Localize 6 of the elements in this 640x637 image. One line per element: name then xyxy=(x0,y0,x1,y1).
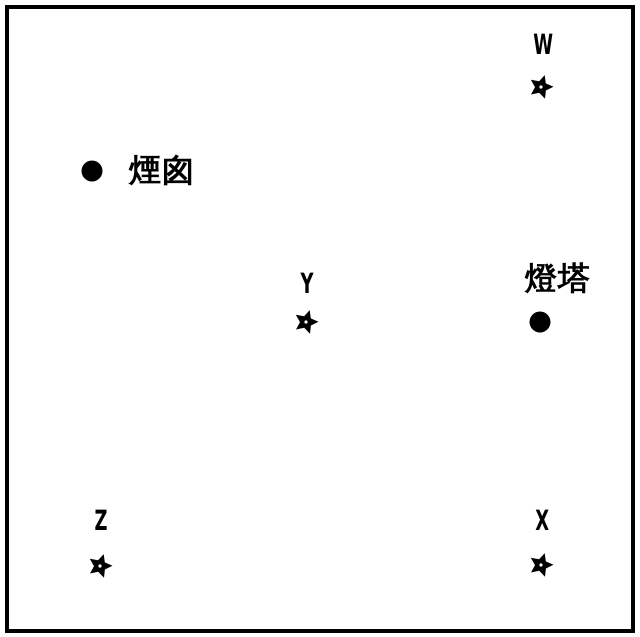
place-label: 煙囪 xyxy=(129,154,195,186)
place-label: 燈塔 xyxy=(525,262,591,294)
place-label: W xyxy=(533,31,553,59)
place-label: Z xyxy=(94,507,108,535)
place-label: Y xyxy=(300,270,314,298)
place-label: X xyxy=(535,507,550,535)
